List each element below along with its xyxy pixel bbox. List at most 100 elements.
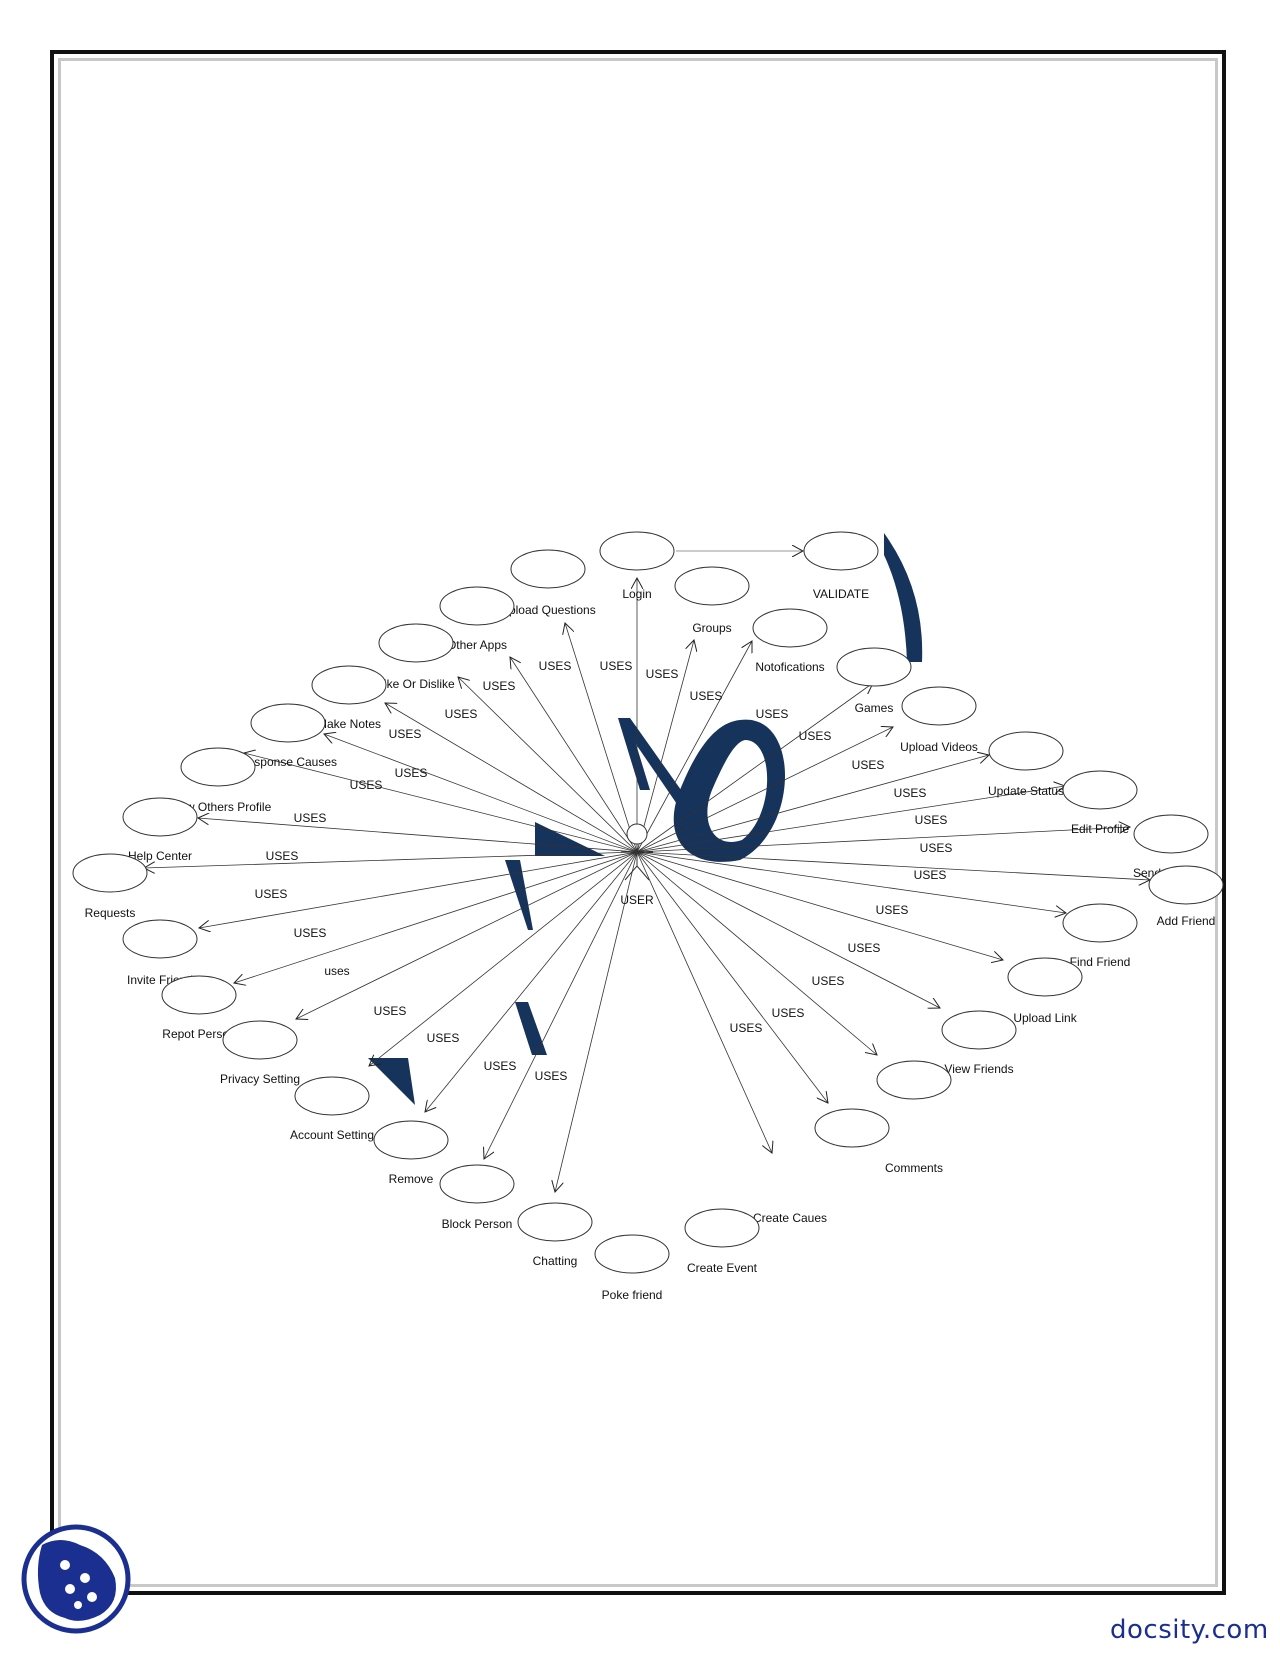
usecase-ellipse[interactable] [1133, 814, 1209, 854]
usecase-ellipse[interactable] [594, 1234, 670, 1274]
usecase-ellipse[interactable] [876, 1060, 952, 1100]
relation-repot-person: USES [234, 851, 638, 983]
usecase-ellipse[interactable] [752, 608, 828, 648]
usecase-groups[interactable]: Groups [674, 566, 750, 635]
usecase-label: Make Notes [317, 717, 381, 731]
usecase-ellipse[interactable] [941, 1010, 1017, 1050]
usecase-ellipse[interactable] [814, 1108, 890, 1148]
usecase-repot-person[interactable]: Repot Person [161, 975, 237, 1041]
usecase-ellipse[interactable] [836, 647, 912, 687]
usecase-update-status[interactable]: Update Status [988, 731, 1064, 798]
usecase-ellipse[interactable] [1007, 957, 1083, 997]
relation-arrow [636, 851, 828, 1103]
usecase-upload-questions[interactable]: Upload Questions [500, 549, 596, 617]
relation-upload-questions: USES [539, 623, 638, 853]
usecase-other-apps[interactable]: Other Apps [439, 586, 515, 652]
relation-arrow [636, 851, 877, 1055]
relation-remove: USES [369, 851, 638, 1066]
usecase-ellipse[interactable] [373, 1120, 449, 1160]
relation-arrow [369, 851, 638, 1066]
usecase-create-caues[interactable]: Create Caues [753, 1108, 890, 1225]
usecase-response-causes[interactable]: Response Causes [239, 703, 337, 769]
relation-groups: USES [636, 640, 694, 853]
relation-arrow [636, 727, 893, 853]
relation-label: USES [374, 1004, 407, 1018]
relation-arrow [636, 683, 873, 853]
usecase-ellipse[interactable] [250, 703, 326, 743]
usecase-block-person[interactable]: Block Person [439, 1164, 515, 1231]
relation-label: USES [539, 659, 572, 673]
usecase-like-dislike[interactable]: Like Or Dislike [377, 623, 455, 691]
usecase-ellipse[interactable] [439, 1164, 515, 1204]
relation-other-apps: USES [483, 657, 638, 853]
logo-dot [80, 1573, 90, 1583]
usecase-remove[interactable]: Remove [373, 1120, 449, 1186]
usecase-login[interactable]: Login [599, 531, 675, 601]
relation-make-notes: USES [385, 703, 638, 853]
relation-label: USES [920, 841, 953, 855]
usecase-ellipse[interactable] [1148, 865, 1224, 905]
usecase-ellipse[interactable] [122, 797, 198, 837]
usecase-notifications[interactable]: Notofications [752, 608, 828, 674]
footer-brand[interactable]: docsity.com [1110, 1615, 1269, 1645]
usecase-create-event[interactable]: Create Event [684, 1208, 760, 1275]
usecase-ellipse[interactable] [180, 747, 256, 787]
usecase-help-center[interactable]: Help Center [122, 797, 198, 863]
usecase-ellipse[interactable] [72, 853, 148, 893]
relation-label: USES [894, 786, 927, 800]
actor-leg-left [624, 865, 638, 881]
usecase-ellipse[interactable] [311, 665, 387, 705]
relation-label: USES [389, 727, 422, 741]
usecase-chatting[interactable]: Chatting [517, 1202, 593, 1268]
usecase-validate[interactable]: VALIDATE [803, 531, 879, 601]
usecase-label: Notofications [755, 660, 824, 674]
watermark-stroke-top [884, 533, 923, 662]
usecase-ellipse[interactable] [803, 531, 879, 571]
relation-find-friend: USES [636, 851, 1066, 913]
usecase-add-friend[interactable]: Add Friend [1148, 865, 1224, 928]
logo-dot [87, 1592, 97, 1602]
relation-label: USES [756, 707, 789, 721]
usecase-account-setting[interactable]: Account Setting [290, 1076, 374, 1142]
usecase-ellipse[interactable] [1062, 770, 1138, 810]
usecase-ellipse[interactable] [378, 623, 454, 663]
usecase-edit-profile[interactable]: Edit Profile [1062, 770, 1138, 836]
usecase-label: Add Friend [1157, 914, 1216, 928]
watermark-ring [673, 719, 785, 862]
relation-label: USES [427, 1031, 460, 1045]
usecase-ellipse[interactable] [510, 549, 586, 589]
usecase-ellipse[interactable] [684, 1208, 760, 1248]
usecase-label: Create Caues [753, 1211, 827, 1225]
relation-arrow [458, 677, 638, 853]
usecase-label: Other Apps [447, 638, 507, 652]
usecase-ellipse[interactable] [439, 586, 515, 626]
usecase-ellipse[interactable] [901, 686, 977, 726]
watermark-tri-low [368, 1058, 415, 1105]
usecase-poke-friend[interactable]: Poke friend [594, 1234, 670, 1302]
relation-like-dislike: USES [445, 677, 638, 853]
usecase-ellipse[interactable] [1062, 903, 1138, 943]
usecase-make-notes[interactable]: Make Notes [311, 665, 387, 731]
usecase-comments[interactable]: Comments [876, 1060, 952, 1175]
usecase-privacy-setting[interactable]: Privacy Setting [220, 1020, 300, 1086]
usecase-ellipse[interactable] [222, 1020, 298, 1060]
usecase-games[interactable]: Games [836, 647, 912, 715]
usecase-ellipse[interactable] [599, 531, 675, 571]
usecase-ellipse[interactable] [294, 1076, 370, 1116]
usecase-upload-link[interactable]: Upload Link [1007, 957, 1083, 1025]
usecase-label: Login [622, 587, 651, 601]
usecase-requests[interactable]: Requests [72, 853, 148, 920]
usecase-label: Account Setting [290, 1128, 374, 1142]
usecase-label: Poke friend [602, 1288, 663, 1302]
usecase-ellipse[interactable] [517, 1202, 593, 1242]
usecase-upload-videos[interactable]: Upload Videos [900, 686, 978, 754]
relation-poke-friend: USES [535, 851, 638, 1192]
usecase-ellipse[interactable] [161, 975, 237, 1015]
usecase-find-friend[interactable]: Find Friend [1062, 903, 1138, 969]
relation-arrow [636, 641, 752, 853]
usecase-ellipse[interactable] [122, 919, 198, 959]
usecase-ellipse[interactable] [674, 566, 750, 606]
relation-block-person: USES [425, 851, 638, 1112]
usecase-view-friends[interactable]: View Friends [941, 1010, 1017, 1076]
usecase-ellipse[interactable] [988, 731, 1064, 771]
